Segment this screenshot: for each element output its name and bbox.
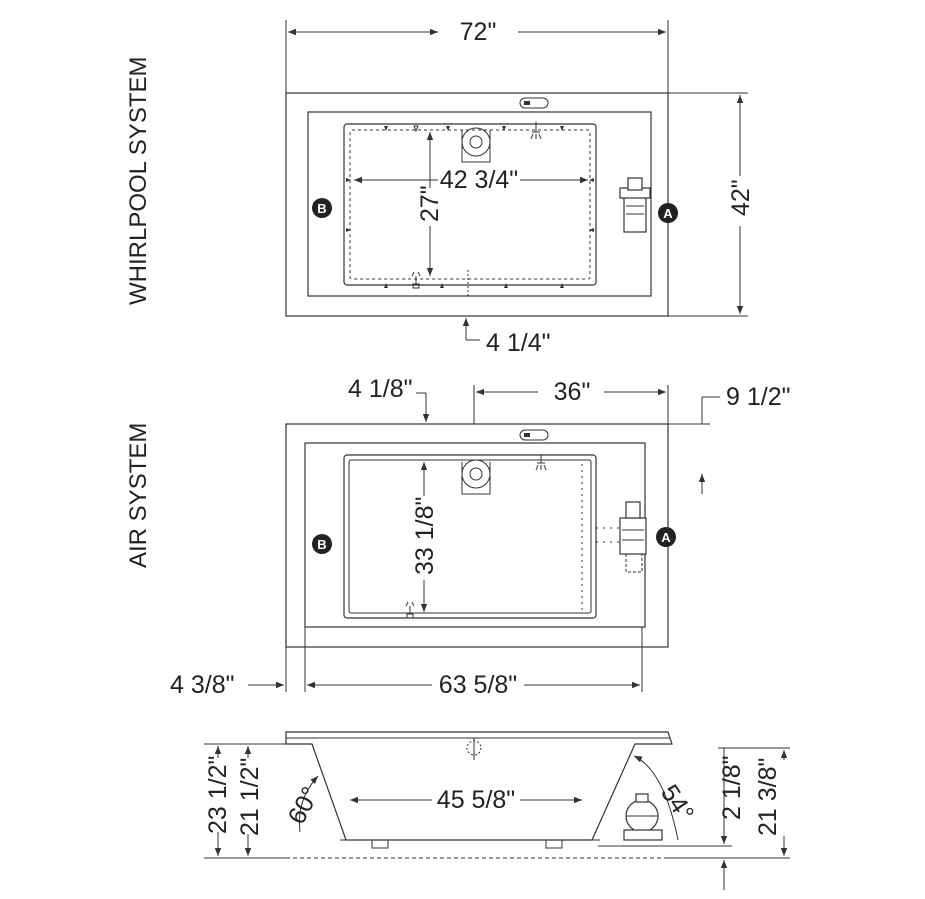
blower-icon (596, 501, 647, 573)
air-callout-b-icon (312, 534, 332, 554)
elevation-pump-icon (623, 793, 663, 841)
callout-b-icon (312, 198, 332, 218)
dim-interior-length: 63 5/8" (439, 671, 517, 699)
whirlpool-system-label: WHIRLPOOL SYSTEM (125, 57, 152, 305)
side-elevation-view: 23 1/2" 21 1/2" 60° 45 5/8" 54° 2 1/8" 2… (204, 731, 790, 890)
air-inlet-icon-2 (405, 601, 415, 619)
whirlpool-basin (343, 123, 597, 286)
air-callout-a-label: A (661, 530, 671, 545)
pump-icon (619, 177, 651, 233)
dim-left-offset: 4 1/8" (348, 375, 412, 403)
dim-drain-to-edge: 36" (554, 378, 591, 406)
dim-left-angle: 60° (283, 782, 325, 829)
callout-a-icon (658, 203, 678, 223)
dim-lip: 2 1/8" (718, 756, 746, 820)
dim-bottom-length: 45 5/8" (437, 786, 515, 814)
dim-inner-height: 21 1/2" (236, 758, 264, 836)
dim-right-height: 21 3/8" (754, 758, 782, 836)
whirlpool-plan-view: WHIRLPOOL SYSTEM 72" (125, 18, 755, 357)
shower-head-icon (530, 122, 542, 140)
whirlpool-jets (346, 125, 594, 288)
dim-air-basin-width: 33 1/8" (411, 497, 439, 575)
air-callout-a-icon (656, 527, 676, 547)
air-overflow-slot (519, 429, 549, 441)
dim-overall-height: 23 1/2" (204, 756, 232, 834)
dim-basin-width: 27" (416, 185, 444, 222)
dim-basin-length: 42 3/4" (440, 166, 518, 194)
air-shower-head-icon (535, 454, 547, 471)
air-basin (343, 454, 597, 619)
air-plan-view: AIR SYSTEM 4 1/8" 36" 9 1/2" (125, 375, 790, 699)
dim-left-flange: 4 3/8" (170, 671, 234, 699)
callout-a-label: A (663, 206, 673, 221)
air-callout-b-label: B (317, 537, 326, 552)
dim-offset: 4 1/4" (486, 329, 550, 357)
dim-right-offset: 9 1/2" (726, 383, 790, 411)
air-system-label: AIR SYSTEM (125, 423, 152, 568)
air-inlet-icon (411, 271, 421, 289)
dim-overall-depth: 42" (727, 179, 755, 216)
overflow-slot (519, 97, 549, 109)
dim-overall-width: 72" (460, 18, 497, 46)
callout-b-label: B (317, 201, 326, 216)
